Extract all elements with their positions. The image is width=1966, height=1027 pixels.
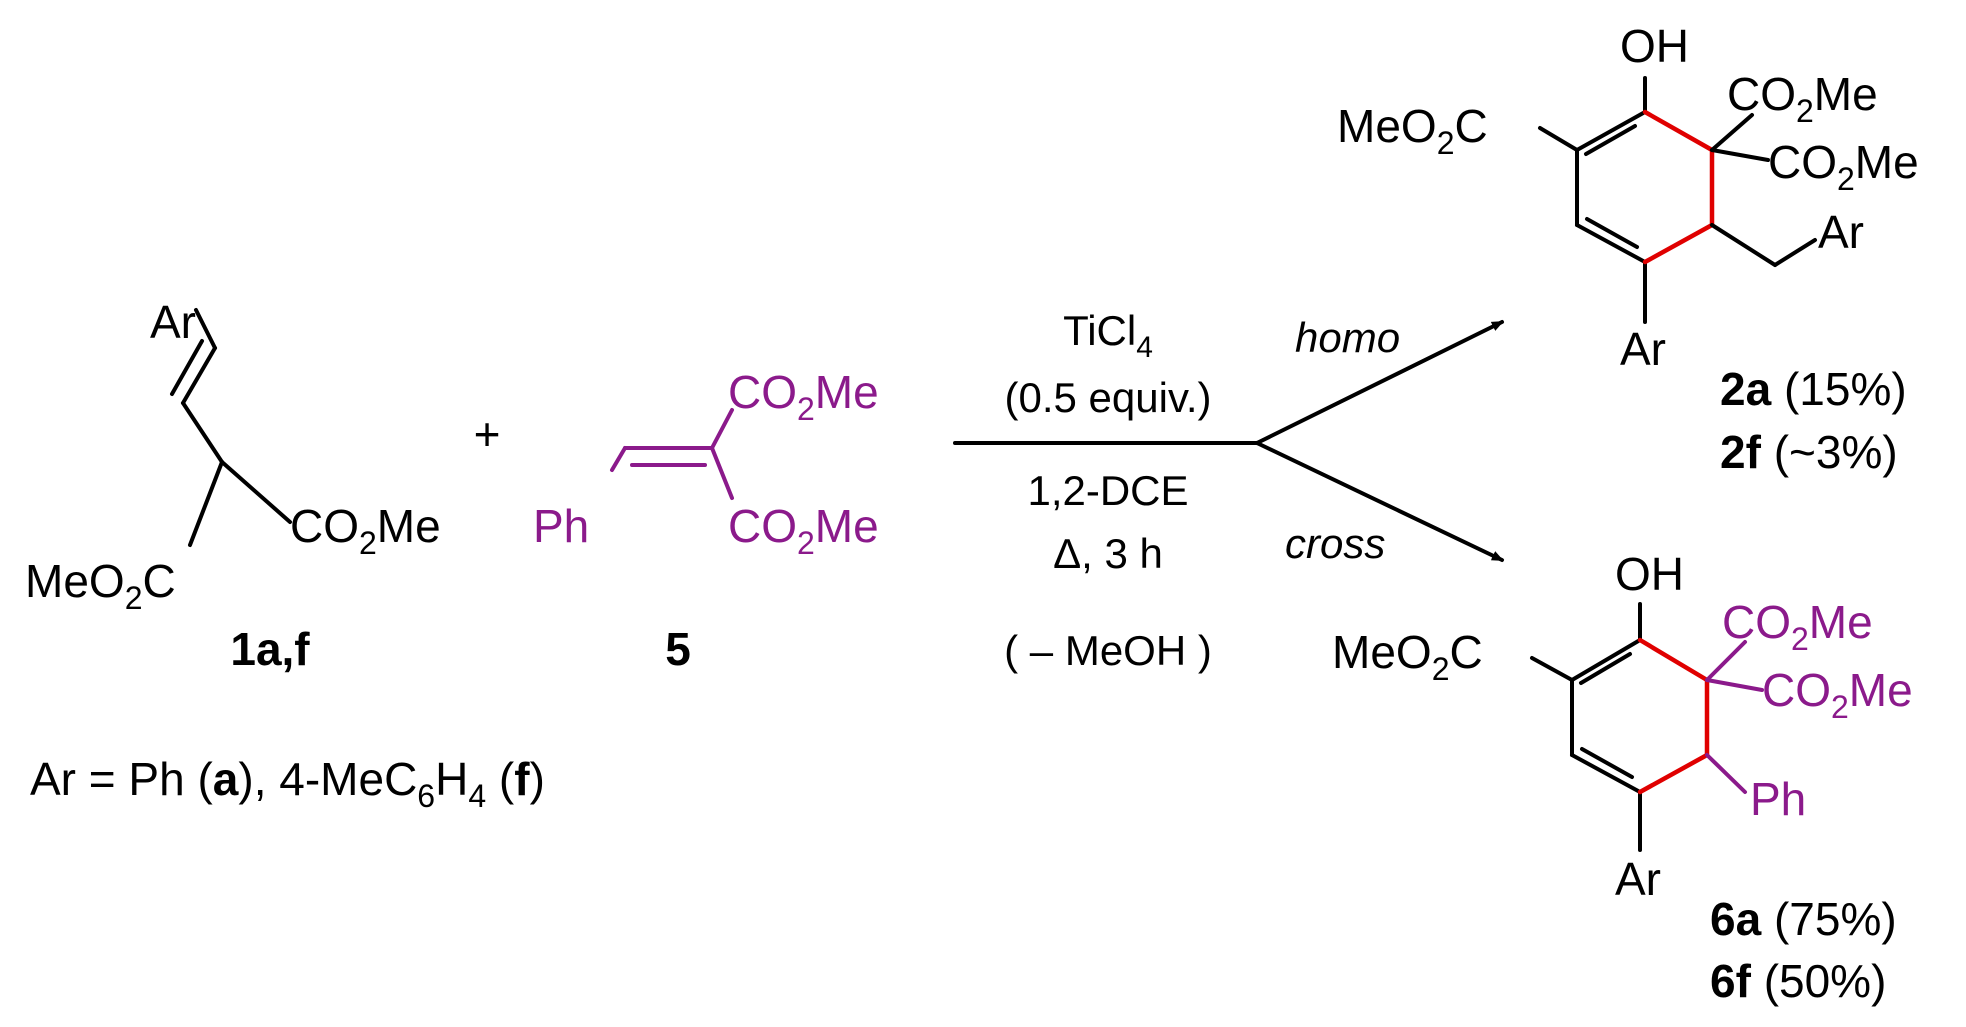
product-6-oh: OH [1615, 548, 1684, 600]
product-2a-yield: 2a (15%) [1720, 363, 1907, 415]
product-2f-yield: 2f (~3%) [1720, 426, 1898, 478]
product-6-structure [1530, 602, 1764, 852]
product-6-meo2c: MeO2C [1332, 626, 1483, 687]
product-2-structure [1538, 76, 1817, 324]
product-2-co2me-2: CO2Me [1768, 136, 1919, 197]
cross-arrow [1255, 441, 1504, 562]
reactant-1-ar: Ar [150, 296, 196, 348]
product-2-ar-benzyl: Ar [1818, 206, 1864, 258]
reactant-5-co2me-bottom: CO2Me [728, 500, 879, 561]
product-2-ar-ring: Ar [1620, 323, 1666, 375]
plus-sign: + [474, 408, 501, 460]
product-6f-yield: 6f (50%) [1710, 955, 1886, 1007]
reactant-5-co2me-top: CO2Me [728, 366, 879, 427]
reactant-1-label: 1a,f [230, 623, 310, 675]
product-2-meo2c: MeO2C [1337, 100, 1488, 161]
reactant-1-meo2c: MeO2C [25, 555, 176, 616]
reactant-5-label: 5 [665, 623, 691, 675]
reactant-5-ph: Ph [533, 500, 589, 552]
product-6-ar-ring: Ar [1615, 853, 1661, 905]
homo-arrow [1255, 320, 1504, 445]
reactant-1-structure [170, 308, 292, 547]
pathway-cross: cross [1285, 520, 1385, 567]
product-6-co2me-2: CO2Me [1762, 664, 1913, 725]
condition-solvent: 1,2-DCE [1027, 467, 1188, 514]
ar-definition: Ar = Ph (a), 4-MeC6H4 (f) [30, 753, 545, 814]
product-6-co2me-1: CO2Me [1722, 596, 1873, 657]
condition-byproduct: ( – MeOH ) [1004, 627, 1212, 674]
reactant-1-co2me: CO2Me [290, 500, 441, 561]
product-6a-yield: 6a (75%) [1710, 893, 1897, 945]
pathway-homo: homo [1295, 314, 1400, 361]
condition-reagent: TiCl4 [1063, 307, 1153, 364]
product-6-ph: Ph [1750, 773, 1806, 825]
product-2-co2me-1: CO2Me [1727, 68, 1878, 129]
condition-heat: Δ, 3 h [1053, 530, 1163, 577]
product-2-oh: OH [1620, 20, 1689, 72]
reactant-5-structure [610, 408, 734, 500]
condition-amount: (0.5 equiv.) [1005, 374, 1212, 421]
